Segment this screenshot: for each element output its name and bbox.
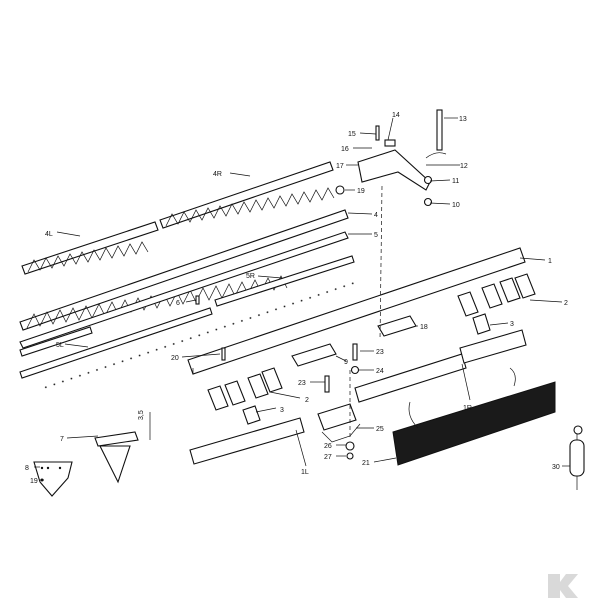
callout-4L: 4L — [45, 231, 53, 238]
bar-5L — [19, 307, 213, 379]
callout-3-5: 3,5 — [138, 410, 145, 420]
callout-23b: 23 — [298, 380, 306, 387]
callout-30: 30 — [552, 464, 560, 471]
knife-back-bar-5 — [19, 231, 358, 392]
callout-18: 18 — [420, 324, 428, 331]
callout-1L: 1L — [301, 469, 309, 476]
detail-section-7 — [94, 412, 151, 484]
bar-section-1R — [354, 329, 527, 403]
callout-13: 13 — [459, 116, 467, 123]
callout-16: 16 — [341, 146, 349, 153]
callout-19b: 19 — [30, 478, 38, 485]
spring-scale-30 — [569, 425, 585, 490]
leader-lines — [34, 117, 570, 481]
callout-20: 20 — [171, 355, 179, 362]
callout-14: 14 — [392, 112, 400, 119]
detail-plate-8 — [33, 461, 73, 497]
callout-labels: 1 2 3 3 4 4R 4L 5 5R 5L 6 7 8 9 10 11 12… — [25, 112, 568, 485]
knife-4 — [19, 209, 349, 331]
callout-4: 4 — [374, 212, 378, 219]
callout-11: 11 — [452, 178, 459, 185]
plate-9 — [291, 343, 337, 367]
callout-1: 1 — [548, 258, 552, 265]
callout-12: 12 — [460, 163, 468, 170]
callout-4R: 4R — [213, 171, 222, 178]
callout-19: 19 — [357, 188, 365, 195]
knife-section-4R — [159, 161, 335, 229]
callout-3b: 3 — [280, 407, 284, 414]
callout-27: 27 — [324, 454, 332, 461]
cover-21 — [392, 367, 556, 466]
callout-8: 8 — [25, 465, 29, 472]
callout-6: 6 — [176, 300, 180, 307]
callout-9: 9 — [344, 359, 348, 366]
callout-2: 2 — [564, 300, 568, 307]
callout-2b: 2 — [305, 397, 309, 404]
plate-18 — [377, 315, 417, 337]
logo-mark — [548, 574, 578, 598]
callout-23: 23 — [376, 349, 384, 356]
callout-3: 3 — [510, 321, 514, 328]
callout-15: 15 — [348, 131, 356, 138]
callout-5R: 5R — [246, 273, 255, 280]
clamp-25 — [317, 403, 361, 443]
cutter-bar-1 — [187, 247, 526, 375]
callout-1R: 1R — [463, 405, 472, 412]
callout-17: 17 — [336, 163, 344, 170]
callout-7: 7 — [60, 436, 64, 443]
callout-5L: 5L — [56, 342, 64, 349]
callout-25: 25 — [376, 426, 384, 433]
callout-10: 10 — [452, 202, 460, 209]
drive-bracket-17 — [335, 109, 447, 207]
knife-section-4L — [21, 221, 159, 275]
callout-26: 26 — [324, 443, 332, 450]
guard-3 — [242, 313, 491, 425]
bar-section-1L — [189, 417, 305, 465]
callout-21: 21 — [362, 460, 370, 467]
callout-24: 24 — [376, 368, 384, 375]
callout-5: 5 — [374, 232, 378, 239]
bar-5R — [214, 255, 355, 307]
bolts — [195, 295, 360, 460]
guards-2 — [207, 273, 536, 411]
